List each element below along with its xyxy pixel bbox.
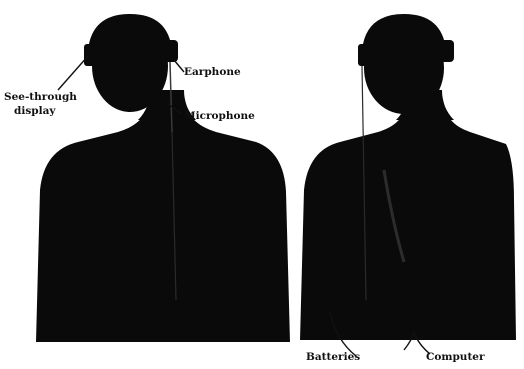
label-computer: Computer xyxy=(426,351,485,363)
label-earphone: Earphone xyxy=(184,66,241,78)
left-belt-pouch-right xyxy=(194,288,210,332)
left-belt-pouch-left xyxy=(52,292,70,332)
left-earphone-unit xyxy=(164,40,178,62)
right-computer-pouch xyxy=(460,280,494,332)
label-microphone: Microphone xyxy=(184,110,255,122)
label-see-through-line2: display xyxy=(14,105,56,117)
right-display-unit xyxy=(358,44,372,66)
label-batteries: Batteries xyxy=(306,351,360,363)
right-earphone-unit xyxy=(440,40,454,62)
label-see-through-line1: See-through xyxy=(4,91,77,103)
left-display-unit xyxy=(84,44,98,66)
